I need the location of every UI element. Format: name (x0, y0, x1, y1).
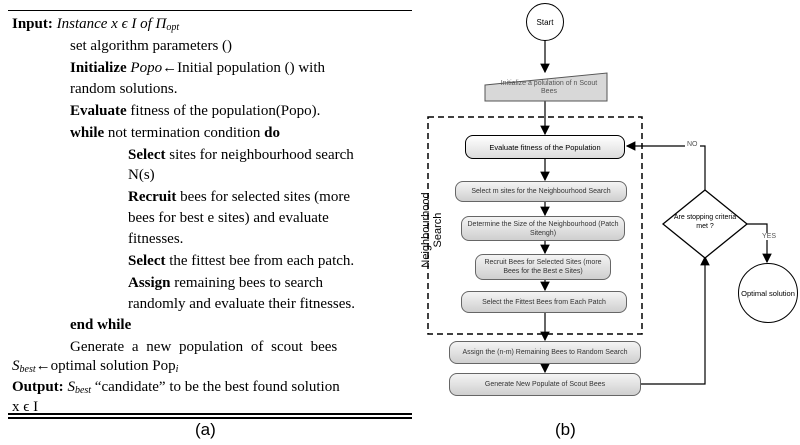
do-keyword: do (264, 125, 280, 141)
evaluate-keyword: Evaluate (70, 103, 127, 119)
recruit-line: Recruit bees for selected sites (more (128, 188, 350, 206)
initialize-keyword: Initialize (70, 60, 127, 76)
select-fittest-keyword: Select (128, 253, 166, 269)
assign-line: Assign remaining bees to search (128, 274, 323, 292)
recruit-box: Recruit Bees for Selected Sites (more Be… (475, 254, 611, 280)
initialize-line: Initialize Popo←Initial population () wi… (70, 59, 400, 77)
init-shape (484, 72, 608, 102)
arrow-no-evaluate (625, 141, 706, 192)
output-cont: x ϵ I (12, 399, 39, 415)
init-label: Initialize a polulation of n Scout Bees (500, 80, 598, 95)
select-line: Select sites for neighbourhood search (128, 146, 354, 164)
while-line: while not termination condition do (70, 124, 280, 142)
generate-text: Generate a new population of scout bees (70, 339, 338, 355)
output-subscript: best (74, 385, 92, 396)
determine-size-box: Determine the Size of the Neighbourhood … (461, 216, 625, 241)
output-keyword: Output: (12, 379, 64, 395)
while-text: not termination condition (104, 125, 265, 141)
endwhile-line: end while (70, 317, 132, 333)
assign-cont: randomly and evaluate their fitnesses. (128, 296, 356, 312)
initialize-rest: ←Initial population () with (162, 60, 325, 76)
output-line: Output: Sbest “candidate” to be the best… (12, 378, 340, 400)
input-text: Instance x ϵ I of Π (52, 16, 167, 32)
arrow-yes-optimal (747, 223, 772, 264)
neighbourhood-label: Neighbourhood Search (420, 192, 444, 268)
sbest-i: i (175, 364, 179, 375)
recruit-text: bees for selected sites (more (176, 189, 350, 205)
generate-line: Generate a new population of scout bees (70, 338, 400, 356)
sbest-line: Sbest←optimal solution Popi (12, 357, 178, 379)
bottom-rule-2 (8, 417, 412, 419)
top-rule (8, 10, 412, 11)
sbest-rest: ←optimal solution Pop (35, 358, 176, 374)
evaluate-box: Evaluate fitness of the Population (465, 135, 625, 159)
caption-a: (a) (195, 420, 216, 439)
set-params-line: set algorithm parameters () (70, 38, 233, 54)
select-fittest-box: Select the Fittest Bees from Each Patch (461, 291, 627, 313)
output-s: S (63, 379, 75, 395)
decision-text: Are stopping criteria met ? (673, 214, 737, 230)
recruit-cont2: fitnesses. (128, 231, 184, 247)
no-label: NO (685, 141, 700, 148)
start-node: Start (526, 3, 564, 41)
bottom-rule-1 (8, 413, 412, 415)
decision-diamond (661, 189, 749, 259)
select-cont: N(s) (128, 167, 155, 183)
select-keyword: Select (128, 147, 166, 163)
output-rest: “candidate” to be the best found solutio… (91, 379, 340, 395)
while-keyword: while (70, 125, 105, 141)
algorithm-panel: Input: Instance x ϵ I of Πopt set algori… (8, 10, 412, 439)
input-line: Input: Instance x ϵ I of Πopt (12, 15, 179, 37)
generate-box: Generate New Populate of Scout Bees (449, 373, 641, 396)
neighbourhood-region (427, 116, 643, 335)
evaluate-text: fitness of the population(Popo). (126, 103, 321, 119)
input-subscript: opt (166, 22, 180, 33)
recruit-keyword: Recruit (128, 189, 177, 205)
evaluate-line: Evaluate fitness of the population(Popo)… (70, 102, 320, 120)
assign-keyword: Assign (128, 275, 171, 291)
assign-text: remaining bees to search (170, 275, 323, 291)
select-sites-box: Select m sites for the Neighbourhood Sea… (455, 181, 627, 202)
flowchart-connectors (427, 39, 772, 385)
select-text: sites for neighbourhood search (165, 147, 354, 163)
recruit-cont1: bees for best e sites) and evaluate (128, 210, 329, 226)
initialize-cont: random solutions. (70, 81, 178, 97)
flowchart-panel: Start Initialize a polulation of n Scout… (415, 0, 800, 445)
arrow-generate-decision (640, 255, 710, 385)
select-fittest-text: the fittest bee from each patch. (165, 253, 355, 269)
initialize-var: Popo (130, 60, 163, 76)
select-fittest-line: Select the fittest bee from each patch. (128, 252, 354, 270)
sbest-var: S (12, 358, 20, 374)
input-keyword: Input: (12, 16, 53, 32)
yes-label: YES (761, 233, 778, 240)
optimal-node: Optimal solution (738, 263, 798, 323)
caption-b: (b) (555, 420, 576, 439)
assign-box: Assign the (n-m) Remaining Bees to Rando… (449, 341, 641, 364)
sbest-subscript: best (19, 364, 36, 375)
